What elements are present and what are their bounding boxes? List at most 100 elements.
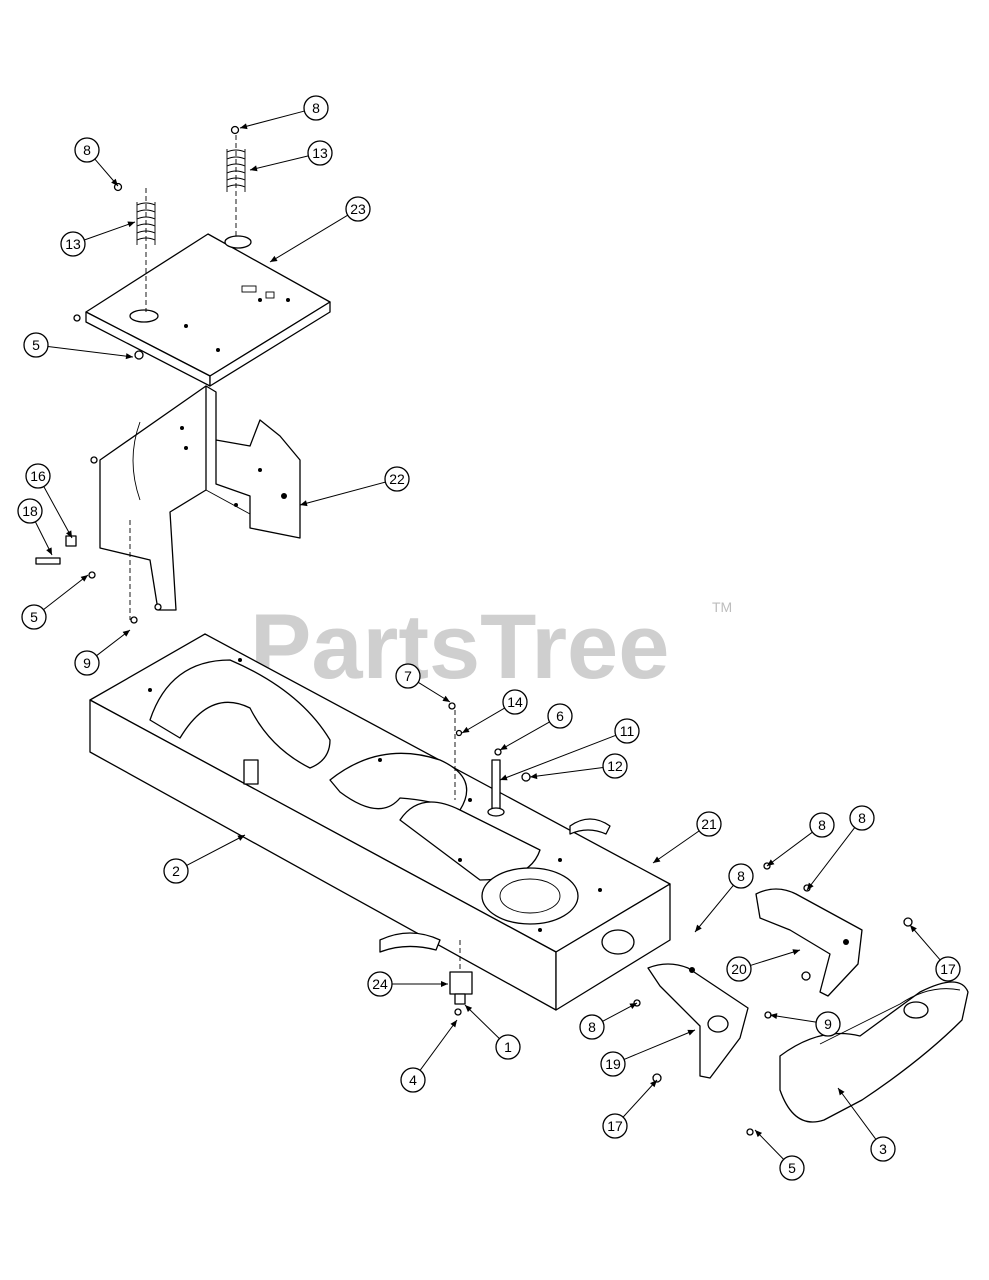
callout-1[interactable]: 1 bbox=[464, 1004, 521, 1060]
callout-8[interactable]: 8 bbox=[74, 137, 119, 187]
callout-label: 7 bbox=[404, 668, 412, 684]
callout-label: 22 bbox=[389, 471, 405, 487]
leader-arrowhead bbox=[767, 859, 775, 866]
leader-line bbox=[529, 767, 604, 778]
callout-label: 23 bbox=[350, 201, 366, 217]
callout-17[interactable]: 17 bbox=[602, 1079, 658, 1139]
leader-line bbox=[43, 486, 73, 539]
leader-arrowhead bbox=[838, 1088, 845, 1096]
leader-arrowhead bbox=[270, 255, 278, 262]
callout-bubble bbox=[602, 1113, 628, 1139]
callout-7[interactable]: 7 bbox=[395, 663, 451, 703]
callout-8[interactable]: 8 bbox=[239, 95, 329, 130]
callout-5[interactable]: 5 bbox=[754, 1129, 805, 1181]
leader-arrowhead bbox=[250, 165, 258, 172]
callout-bubble bbox=[870, 1136, 896, 1162]
callout-8[interactable]: 8 bbox=[694, 863, 754, 933]
callout-21[interactable]: 21 bbox=[652, 811, 722, 864]
callout-label: 16 bbox=[30, 468, 46, 484]
leader-line bbox=[419, 1019, 458, 1071]
leader-line bbox=[909, 924, 941, 961]
callout-24[interactable]: 24 bbox=[367, 971, 448, 997]
callout-label: 2 bbox=[172, 863, 180, 879]
leader-arrowhead bbox=[755, 1130, 763, 1138]
leader-line bbox=[694, 884, 734, 933]
part-13-spring-right bbox=[226, 125, 246, 238]
callout-bubble bbox=[935, 956, 961, 982]
callout-bubble bbox=[726, 956, 752, 982]
leader-line bbox=[750, 949, 801, 966]
callout-4[interactable]: 4 bbox=[400, 1019, 458, 1093]
leader-line bbox=[769, 1014, 817, 1023]
callout-bubble bbox=[163, 858, 189, 884]
leader-line bbox=[461, 707, 505, 734]
callout-14[interactable]: 14 bbox=[461, 689, 528, 734]
callout-bubble bbox=[384, 466, 410, 492]
callout-label: 17 bbox=[607, 1118, 623, 1134]
leader-line bbox=[299, 481, 386, 506]
callout-bubble bbox=[849, 805, 875, 831]
callout-2[interactable]: 2 bbox=[163, 834, 246, 884]
callout-label: 8 bbox=[588, 1019, 596, 1035]
callout-20[interactable]: 20 bbox=[726, 949, 801, 982]
part-3-bumper bbox=[746, 981, 969, 1136]
part-20-bumper-bracket-right bbox=[755, 862, 913, 1019]
callout-label: 5 bbox=[788, 1160, 796, 1176]
callout-18[interactable]: 18 bbox=[17, 498, 53, 556]
leader-line bbox=[766, 831, 813, 867]
callout-19[interactable]: 19 bbox=[600, 1029, 696, 1077]
callout-bubble bbox=[25, 463, 51, 489]
part-2-frame bbox=[89, 633, 671, 1011]
leader-arrowhead bbox=[629, 1003, 637, 1009]
callout-16[interactable]: 16 bbox=[25, 463, 73, 539]
callout-6[interactable]: 6 bbox=[499, 703, 573, 751]
callout-5[interactable]: 5 bbox=[21, 574, 89, 630]
callout-bubble bbox=[728, 863, 754, 889]
callout-8[interactable]: 8 bbox=[806, 805, 875, 891]
leader-line bbox=[464, 1004, 500, 1039]
callout-9[interactable]: 9 bbox=[74, 629, 131, 676]
leader-arrowhead bbox=[127, 221, 135, 228]
leader-line bbox=[806, 827, 856, 891]
leader-arrowhead bbox=[653, 856, 661, 863]
callout-label: 3 bbox=[879, 1141, 887, 1157]
callout-label: 1 bbox=[504, 1039, 512, 1055]
callout-8[interactable]: 8 bbox=[579, 1002, 638, 1040]
callout-bubble bbox=[21, 604, 47, 630]
callout-label: 6 bbox=[556, 708, 564, 724]
callout-22[interactable]: 22 bbox=[299, 466, 410, 507]
leader-arrowhead bbox=[450, 1020, 457, 1028]
callout-3[interactable]: 3 bbox=[837, 1087, 896, 1162]
callout-11[interactable]: 11 bbox=[499, 718, 640, 781]
callout-label: 19 bbox=[605, 1056, 621, 1072]
leader-arrowhead bbox=[465, 1005, 473, 1013]
callout-5[interactable]: 5 bbox=[23, 332, 134, 360]
callout-9[interactable]: 9 bbox=[769, 1011, 841, 1037]
leader-arrowhead bbox=[240, 123, 248, 130]
callout-bubble bbox=[502, 689, 528, 715]
watermark-text: PartsTree bbox=[250, 596, 669, 698]
part-13-spring-left bbox=[113, 182, 156, 312]
callout-label: 14 bbox=[507, 694, 523, 710]
callout-bubble bbox=[809, 812, 835, 838]
leader-arrowhead bbox=[122, 630, 130, 637]
leader-arrowhead bbox=[441, 981, 448, 987]
leader-line bbox=[269, 214, 348, 263]
callout-label: 24 bbox=[372, 976, 388, 992]
callout-17[interactable]: 17 bbox=[909, 924, 961, 982]
callout-label: 5 bbox=[30, 609, 38, 625]
callout-13[interactable]: 13 bbox=[60, 221, 136, 257]
leader-line bbox=[43, 574, 89, 611]
callout-label: 18 bbox=[22, 503, 38, 519]
leader-line bbox=[249, 155, 309, 171]
callout-13[interactable]: 13 bbox=[249, 140, 333, 172]
leader-line bbox=[186, 834, 246, 866]
leader-arrowhead bbox=[111, 178, 118, 186]
callout-23[interactable]: 23 bbox=[269, 196, 371, 263]
callout-label: 4 bbox=[409, 1072, 417, 1088]
callout-12[interactable]: 12 bbox=[529, 753, 628, 780]
leader-line bbox=[96, 629, 131, 657]
callout-bubble bbox=[345, 196, 371, 222]
callout-8[interactable]: 8 bbox=[766, 812, 835, 867]
